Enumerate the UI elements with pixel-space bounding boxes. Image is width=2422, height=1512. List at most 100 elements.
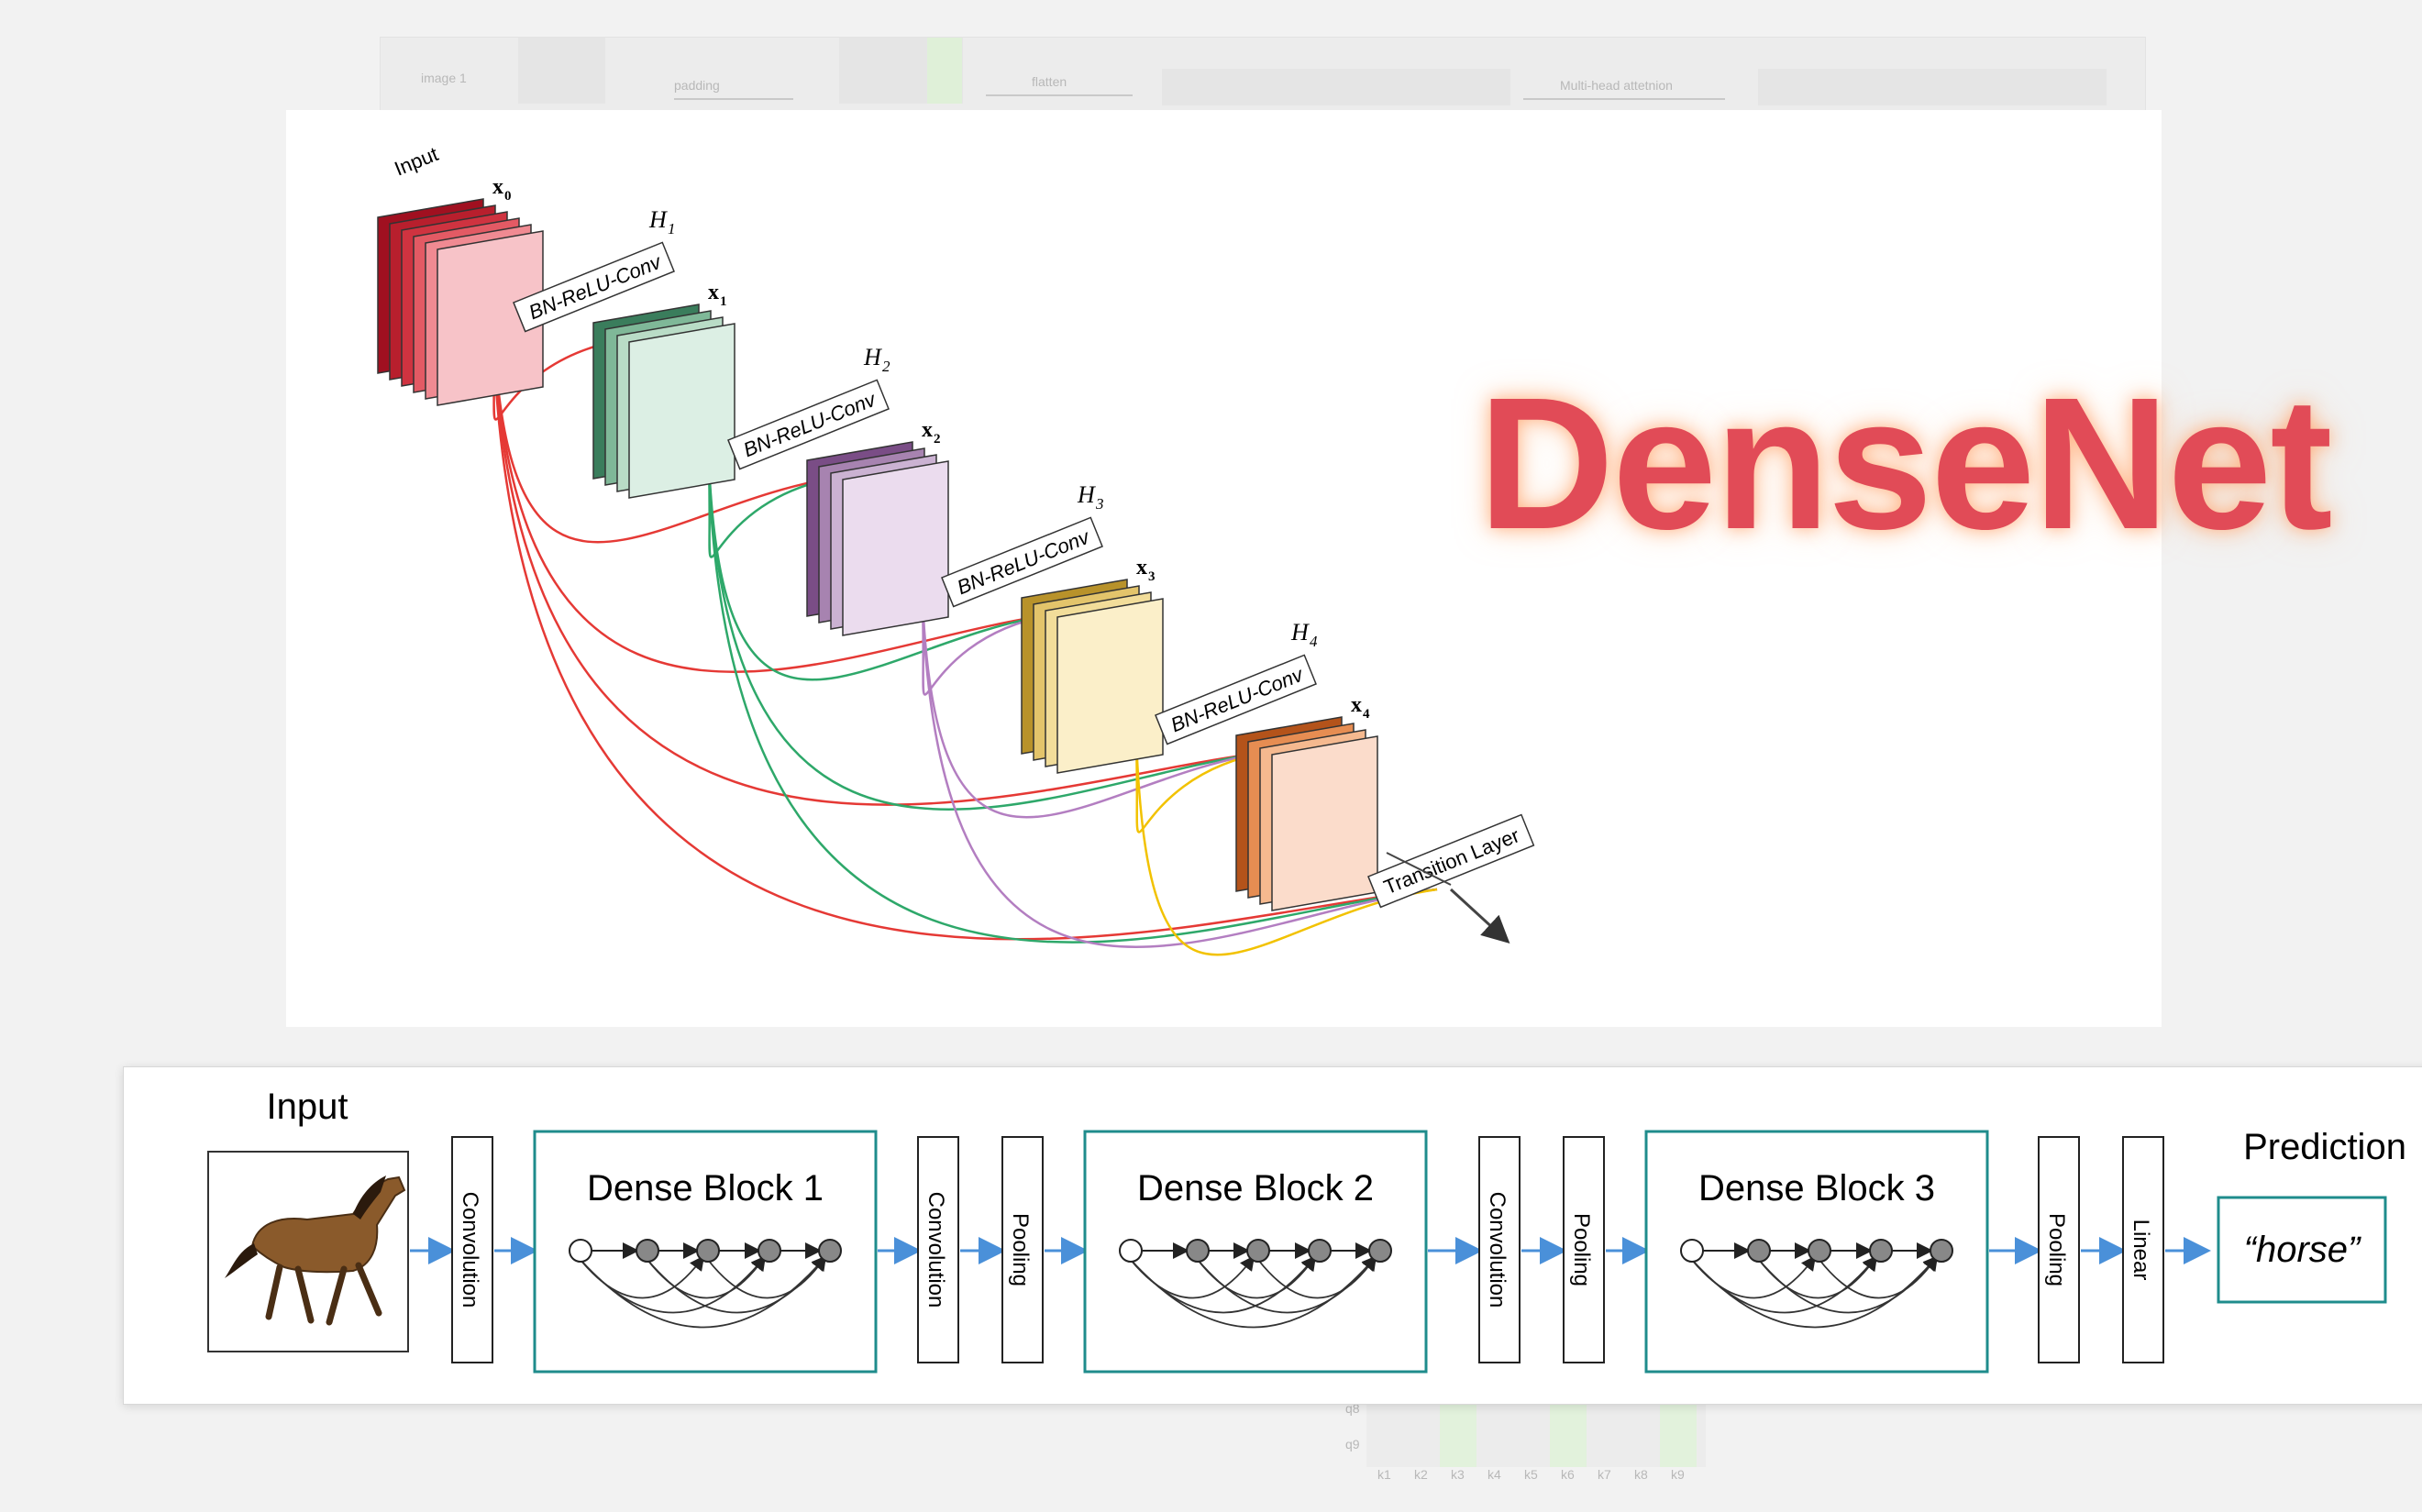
bg-col-k7: k7 xyxy=(1598,1467,1611,1482)
layer-label-h1: H xyxy=(648,206,668,233)
dense-block-title: Dense Block 1 xyxy=(587,1168,824,1208)
pooling-2-box xyxy=(1563,1136,1605,1363)
bg-arrow-1 xyxy=(674,98,793,100)
feature-stack-x4 xyxy=(1235,716,1378,911)
layer-subscript: 4 xyxy=(1310,633,1318,650)
prediction-box xyxy=(2217,1196,2387,1304)
layer-label-h2: H xyxy=(863,344,882,370)
skip-connection xyxy=(920,572,1438,948)
pooling-1-label: Pooling xyxy=(1008,1213,1033,1286)
convolution-2-box xyxy=(917,1136,959,1363)
dense-skip-edge xyxy=(1257,1255,1377,1299)
feature-map xyxy=(437,230,544,406)
dense-node xyxy=(818,1239,842,1263)
layer-label-h3: H xyxy=(1077,481,1096,508)
bg-grid-4 xyxy=(1758,69,2107,105)
convolution-3-box xyxy=(1478,1136,1521,1363)
skip-connection xyxy=(706,435,1438,944)
bg-col-k5: k5 xyxy=(1524,1467,1538,1482)
layer-label-h4: H xyxy=(1290,619,1310,646)
prediction-label: Prediction xyxy=(2243,1127,2406,1167)
dense-node xyxy=(1747,1239,1771,1263)
pooling-3-box xyxy=(2038,1136,2080,1363)
transition-output-arrow xyxy=(1449,888,1510,944)
linear-label: Linear xyxy=(2129,1220,2153,1281)
feature-map xyxy=(1271,735,1378,911)
conv-box-outline xyxy=(941,516,1103,608)
output-label-x1: x xyxy=(708,281,719,304)
feature-map xyxy=(1056,598,1164,774)
feature-stack-x2 xyxy=(806,441,949,636)
dense-node xyxy=(1246,1239,1270,1263)
transition-box-outline xyxy=(1367,813,1535,909)
transition-layer-box: Transition Layer xyxy=(1367,813,1535,909)
output-subscript: 3 xyxy=(1148,569,1156,584)
convolution-2-label: Convolution xyxy=(923,1192,948,1308)
feature-stack-x3 xyxy=(1021,579,1164,774)
horse-image xyxy=(225,1175,406,1326)
dense-node xyxy=(636,1239,659,1263)
layer-subscript: 1 xyxy=(668,220,676,237)
dense-node xyxy=(1368,1239,1392,1263)
feature-stack-x0 xyxy=(377,198,544,406)
skip-connection xyxy=(706,435,1270,811)
conv-box-label: BN-ReLU-Conv xyxy=(954,524,1094,599)
output-label-x3: x xyxy=(1136,556,1147,579)
bg-padding-label: padding xyxy=(674,78,720,93)
bg-col-k1: k1 xyxy=(1377,1467,1391,1482)
bg-col-k6: k6 xyxy=(1561,1467,1575,1482)
feature-stack-x1 xyxy=(592,304,735,499)
output-subscript: 0 xyxy=(504,189,512,204)
bg-col-k3: k3 xyxy=(1451,1467,1465,1482)
conv-box-label: BN-ReLU-Conv xyxy=(525,249,666,324)
horse-leg xyxy=(326,1265,348,1326)
skip-connection xyxy=(491,297,1438,941)
layer-subscript: 2 xyxy=(882,358,890,375)
skip-connection xyxy=(920,572,1270,819)
convolution-3-label: Convolution xyxy=(1485,1192,1510,1308)
feature-map-stacks xyxy=(377,198,1378,911)
output-subscript: 2 xyxy=(934,432,941,447)
convolution-1-label: Convolution xyxy=(458,1192,482,1308)
background-strip: image 1 padding flatten Multi-head attet… xyxy=(380,37,2146,121)
horse-leg xyxy=(294,1265,315,1324)
dense-node xyxy=(1869,1239,1893,1263)
dense-node xyxy=(1930,1239,1953,1263)
dense-node xyxy=(696,1239,720,1263)
dense-node xyxy=(569,1239,592,1263)
bg-image-label: image 1 xyxy=(421,71,467,85)
output-subscript: 1 xyxy=(720,294,727,309)
bg-col-k8: k8 xyxy=(1634,1467,1648,1482)
dense-node xyxy=(1680,1239,1704,1263)
bg-arrow-2 xyxy=(986,94,1133,96)
bg-row-label-q8: q8 xyxy=(1345,1401,1360,1416)
bg-row-label-q9: q9 xyxy=(1345,1437,1360,1451)
skip-connection xyxy=(491,297,842,544)
bg-grid-1 xyxy=(518,38,605,104)
bg-col-k2: k2 xyxy=(1414,1467,1428,1482)
bg-bottom-grid xyxy=(1366,1403,1706,1467)
conv-box-outline xyxy=(513,241,675,333)
convolution-1-box xyxy=(451,1136,493,1363)
bg-col-k4: k4 xyxy=(1487,1467,1501,1482)
output-label-x2: x xyxy=(922,418,933,442)
dense-node xyxy=(1119,1239,1143,1263)
feature-map xyxy=(628,323,735,499)
skip-connection xyxy=(491,297,1270,806)
dense-node xyxy=(1808,1239,1831,1263)
horse-leg xyxy=(265,1264,283,1320)
skip-connection xyxy=(491,297,1056,673)
dense-node xyxy=(1308,1239,1332,1263)
conv-box-label: BN-ReLU-Conv xyxy=(1167,662,1308,736)
skip-connection xyxy=(706,435,1056,681)
dense-skip-edge xyxy=(707,1255,827,1299)
dense-block-title: Dense Block 2 xyxy=(1137,1168,1374,1208)
layer-subscript: 3 xyxy=(1095,495,1104,513)
densenet-title: DenseNet xyxy=(1478,359,2333,568)
output-label-x4: x xyxy=(1351,693,1362,717)
skip-connection xyxy=(1134,710,1438,956)
